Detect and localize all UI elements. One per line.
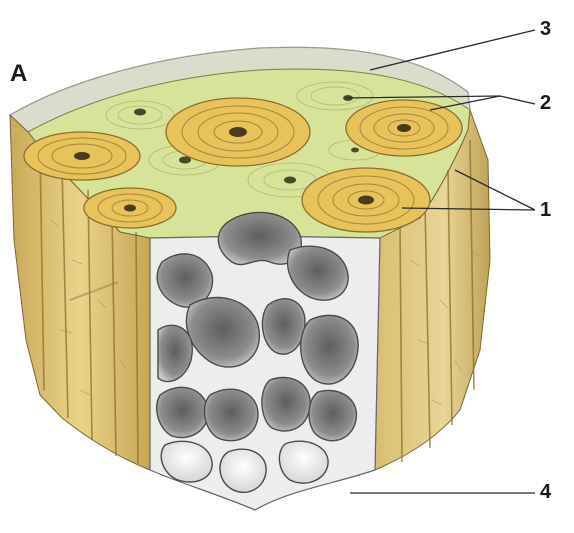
label-3: 3 — [540, 19, 551, 39]
osteon-right-upper — [346, 100, 462, 156]
label-4: 4 — [540, 482, 551, 502]
leader-line-3 — [370, 30, 535, 70]
osteon-large-center — [166, 98, 310, 166]
panel-letter: A — [10, 62, 27, 86]
label-2: 2 — [540, 93, 551, 113]
osteon-left — [24, 132, 140, 180]
osteon-left-lower — [84, 188, 176, 228]
osteon-right-lower — [302, 168, 430, 232]
label-1: 1 — [540, 200, 551, 220]
